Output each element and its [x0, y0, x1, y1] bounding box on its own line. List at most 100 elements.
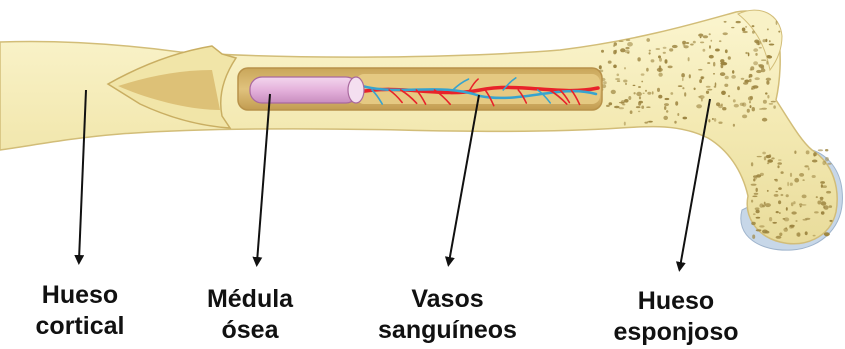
- spongy-pore: [636, 106, 641, 108]
- spongy-pore: [779, 233, 782, 237]
- spongy-pore: [643, 93, 645, 94]
- spongy-pore: [765, 203, 771, 207]
- spongy-pore: [649, 50, 651, 52]
- spongy-pore: [718, 122, 722, 124]
- spongy-pore: [672, 45, 678, 48]
- spongy-pore: [615, 78, 620, 80]
- spongy-pore: [785, 227, 787, 229]
- spongy-pore: [707, 89, 712, 91]
- spongy-pore: [615, 50, 617, 54]
- spongy-pore: [794, 151, 796, 154]
- spongy-pore: [682, 78, 684, 81]
- spongy-pore: [742, 115, 747, 119]
- spongy-pore: [664, 106, 666, 110]
- spongy-pore: [744, 80, 749, 83]
- spongy-pore: [709, 45, 711, 48]
- spongy-pore: [751, 184, 757, 186]
- spongy-pore: [646, 106, 650, 108]
- spongy-pore: [794, 178, 799, 183]
- spongy-pore: [749, 101, 751, 104]
- spongy-pore: [789, 225, 794, 228]
- spongy-pore: [636, 92, 642, 96]
- spongy-pore: [757, 156, 762, 157]
- spongy-pore: [736, 21, 741, 23]
- spongy-pore: [646, 38, 650, 42]
- spongy-pore: [813, 235, 816, 237]
- spongy-pore: [674, 121, 676, 124]
- label-line: Hueso: [596, 286, 756, 317]
- spongy-pore: [651, 59, 655, 62]
- spongy-pore: [647, 121, 652, 123]
- spongy-pore: [622, 104, 625, 105]
- spongy-pore: [752, 235, 755, 239]
- spongy-pore: [724, 84, 728, 87]
- spongy-pore: [641, 81, 643, 83]
- spongy-pore: [759, 225, 764, 227]
- spongy-pore: [599, 65, 602, 69]
- spongy-pore: [722, 107, 726, 110]
- spongy-pore: [670, 92, 673, 95]
- spongy-pore: [820, 181, 825, 184]
- spongy-pore: [763, 39, 766, 42]
- spongy-pore: [755, 207, 760, 210]
- spongy-pore: [821, 201, 827, 205]
- spongy-pore: [751, 200, 753, 203]
- spongy-pore: [786, 207, 788, 211]
- spongy-pore: [748, 96, 753, 100]
- spongy-pore: [753, 213, 756, 215]
- spongy-pore: [781, 194, 784, 196]
- spongy-pore: [795, 220, 797, 222]
- spongy-pore: [774, 194, 779, 197]
- spongy-pore: [752, 25, 755, 27]
- spongy-pore: [829, 205, 833, 208]
- spongy-pore: [772, 222, 777, 224]
- spongy-pore: [603, 81, 607, 84]
- spongy-pore: [733, 99, 736, 102]
- spongy-pore: [634, 92, 636, 94]
- spongy-pore: [799, 203, 802, 206]
- spongy-pore: [683, 117, 688, 120]
- spongy-pore: [641, 106, 644, 109]
- spongy-pore: [731, 27, 734, 28]
- label-medula-osea: Médula ósea: [180, 284, 320, 346]
- spongy-pore: [751, 86, 755, 90]
- spongy-pore: [750, 66, 754, 70]
- spongy-pore: [776, 211, 779, 213]
- bone-marrow: [250, 77, 358, 103]
- spongy-pore: [769, 217, 772, 221]
- spongy-pore: [822, 161, 826, 165]
- spongy-pore: [647, 92, 651, 95]
- spongy-pore: [740, 103, 745, 106]
- spongy-pore: [696, 104, 702, 108]
- spongy-pore: [763, 100, 767, 104]
- spongy-pore: [742, 28, 746, 32]
- spongy-pore: [825, 234, 828, 236]
- spongy-pore: [608, 61, 612, 64]
- spongy-pore: [644, 122, 648, 124]
- spongy-pore: [684, 92, 686, 96]
- spongy-pore: [756, 229, 762, 231]
- spongy-pore: [803, 219, 808, 221]
- label-line: ósea: [180, 315, 320, 346]
- spongy-pore: [758, 64, 762, 66]
- spongy-pore: [639, 101, 643, 104]
- spongy-pore: [814, 211, 819, 213]
- spongy-pore: [812, 175, 816, 178]
- spongy-pore: [682, 41, 686, 45]
- spongy-pore: [805, 231, 808, 235]
- spongy-pore: [787, 182, 789, 187]
- spongy-pore: [706, 91, 709, 94]
- spongy-pore: [702, 76, 704, 78]
- spongy-pore: [656, 48, 661, 50]
- spongy-pore: [765, 92, 768, 94]
- spongy-pore: [709, 33, 711, 35]
- spongy-pore: [694, 88, 696, 91]
- spongy-pore: [652, 91, 654, 94]
- spongy-pore: [719, 40, 722, 42]
- spongy-pore: [658, 73, 662, 77]
- spongy-pore: [778, 159, 782, 160]
- label-line: sanguíneos: [360, 315, 535, 346]
- spongy-pore: [626, 39, 630, 41]
- spongy-pore: [700, 37, 702, 39]
- spongy-pore: [781, 171, 784, 174]
